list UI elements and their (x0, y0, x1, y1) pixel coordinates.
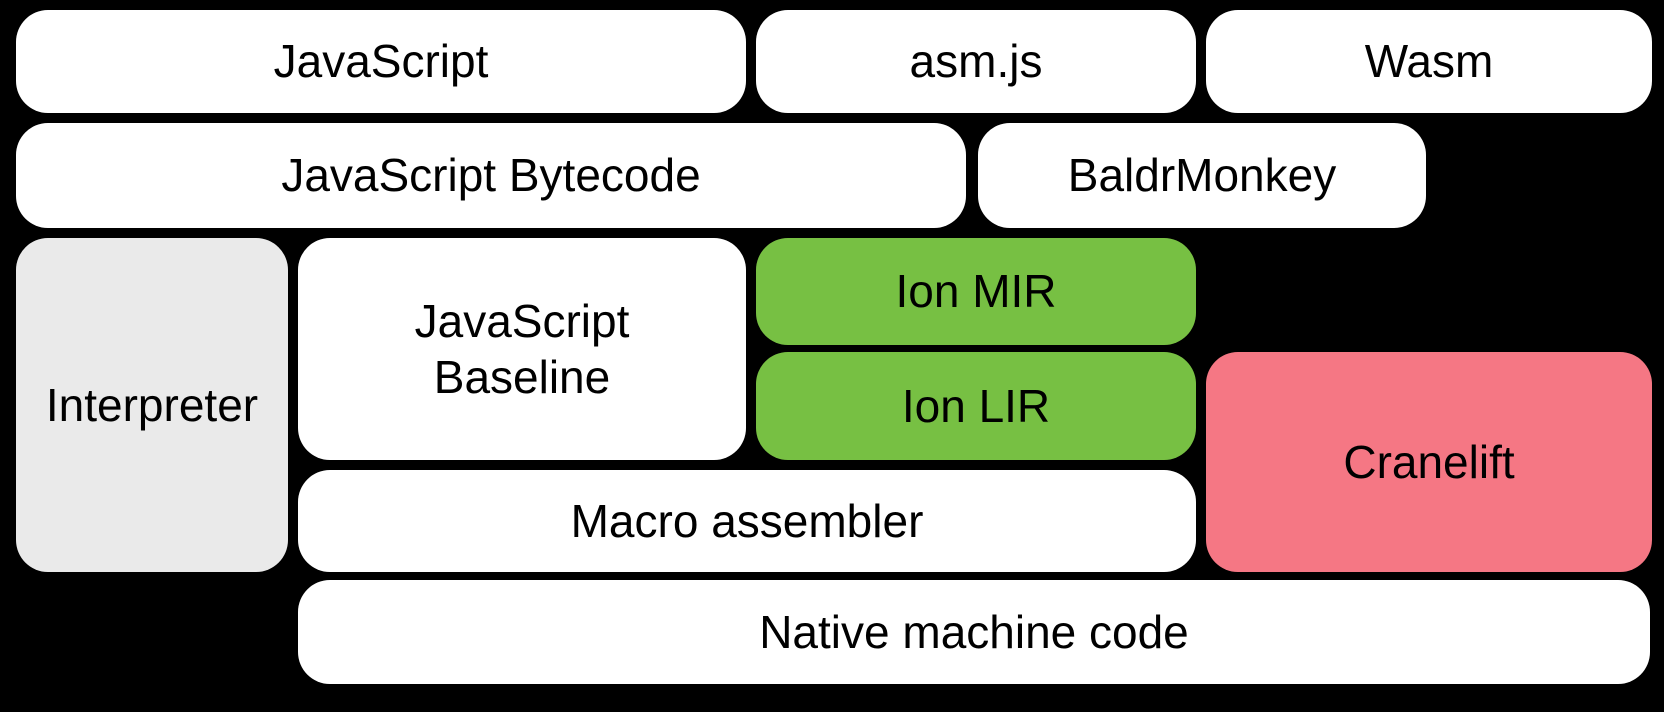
box-javascript-baseline: JavaScript Baseline (298, 238, 746, 460)
box-macro-assembler: Macro assembler (298, 470, 1196, 572)
box-native-machine-code: Native machine code (298, 580, 1650, 684)
box-asm-js: asm.js (756, 10, 1196, 113)
box-ion-mir: Ion MIR (756, 238, 1196, 345)
box-baldrmonkey: BaldrMonkey (978, 123, 1426, 228)
box-javascript-bytecode: JavaScript Bytecode (16, 123, 966, 228)
box-javascript: JavaScript (16, 10, 746, 113)
box-wasm: Wasm (1206, 10, 1652, 113)
box-interpreter: Interpreter (16, 238, 288, 572)
box-cranelift: Cranelift (1206, 352, 1652, 572)
box-ion-lir: Ion LIR (756, 352, 1196, 460)
